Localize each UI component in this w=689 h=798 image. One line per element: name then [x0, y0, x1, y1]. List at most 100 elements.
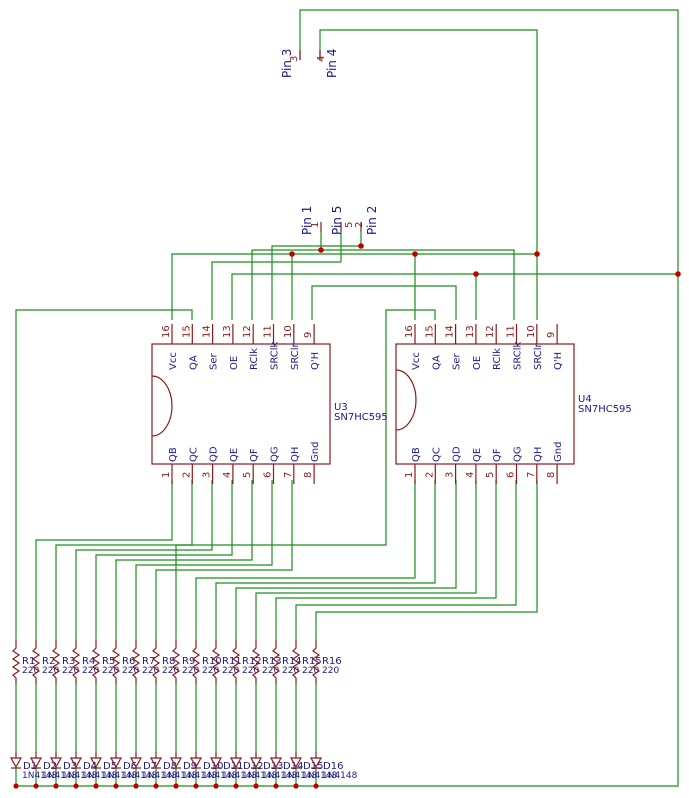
resistor-ref: R3 — [62, 656, 75, 667]
header-pin3-label: Pin 3 — [280, 49, 294, 78]
ic-u3-value: SN7HC595 — [334, 412, 388, 423]
pin-name: Gnd — [310, 442, 321, 462]
diode-value: 1N4148 — [162, 771, 198, 781]
resistor-symbol — [71, 640, 81, 684]
pin-name: Gnd — [553, 442, 564, 462]
pin-name: QG — [513, 446, 524, 462]
pin-name: SRClr — [290, 342, 301, 370]
resistor-symbol — [111, 640, 121, 684]
resistor-ref: R11 — [222, 656, 242, 667]
diode-ref: D5 — [103, 761, 117, 772]
ic-u3-body — [151, 343, 331, 465]
ic-u4-body — [395, 343, 575, 465]
pin-number: 10 — [283, 325, 294, 338]
pin-name: SRClr — [533, 342, 544, 370]
pin-name: QE — [472, 448, 483, 462]
pin-number: 2 — [424, 472, 435, 478]
diode-symbol — [9, 757, 23, 769]
header-pin5-num: 5 — [344, 222, 355, 228]
header-pin3-num: 3 — [289, 56, 300, 62]
junction-dot — [133, 783, 139, 789]
resistor-ref: R1 — [22, 656, 35, 667]
pin-name: QC — [431, 447, 442, 462]
wire-u3qe-r5 — [95, 480, 233, 640]
diode-ref: D8 — [163, 761, 177, 772]
diode-ref: D7 — [143, 761, 157, 772]
header-pin4-num: 4 — [316, 56, 327, 62]
header-pin2-label: Pin 2 — [365, 206, 379, 235]
diode-ref: D6 — [123, 761, 137, 772]
ic-u4-value: SN7HC595 — [578, 404, 632, 415]
junction-dot — [293, 783, 299, 789]
resistor-value: 220 — [162, 666, 179, 676]
pin-number: 13 — [465, 325, 476, 338]
resistor-value: 220 — [242, 666, 259, 676]
header-pin1-label: Pin 1 — [300, 206, 314, 235]
junction-dot — [233, 783, 239, 789]
diode-value: 1N4148 — [182, 771, 218, 781]
diode-value: 1N4148 — [262, 771, 298, 781]
pin-number: 11 — [506, 325, 517, 338]
junction-dot — [213, 783, 219, 789]
header-pin5: 5 Pin 5 — [330, 206, 355, 235]
pin-name: QB — [411, 447, 422, 462]
resistor-symbol — [31, 640, 41, 684]
wire-u3qb-r2 — [35, 480, 173, 640]
pin-name: QF — [492, 448, 503, 462]
wire-vcc-bus — [231, 273, 678, 320]
pin-name: SRClk — [513, 341, 524, 370]
pin-number: 5 — [242, 472, 253, 478]
junction-dot — [473, 271, 479, 277]
wire-u4qe-r13 — [255, 480, 477, 640]
diode-value: 1N4148 — [82, 771, 118, 781]
pin-name: QF — [249, 448, 260, 462]
diode-ref: D13 — [263, 761, 283, 772]
resistor-symbol — [271, 640, 281, 684]
diode-value: 1N4148 — [282, 771, 318, 781]
diode-ref: D1 — [23, 761, 37, 772]
wire-ser-bus — [211, 261, 341, 320]
junction-dot — [534, 251, 540, 257]
wire-u4qa-r9 — [175, 309, 436, 640]
junctions — [13, 243, 681, 789]
junction-dot — [253, 783, 259, 789]
diode-value: 1N4148 — [322, 771, 358, 781]
pin-number: 11 — [263, 325, 274, 338]
resistor-ref: R9 — [182, 656, 195, 667]
junction-dot — [73, 783, 79, 789]
resistor-array: R1220R2220R3220R4220R5220R6220R7220R8220… — [11, 640, 342, 684]
ic-u4: 16Vcc1QB15QA2QC14Ser3QD13OE4QE12RClk5QF1… — [395, 324, 632, 484]
junction-dot — [675, 271, 681, 277]
diode-ref: D3 — [63, 761, 77, 772]
header-pin2: 2 Pin 2 — [354, 206, 379, 235]
wire-u3qd-r4 — [75, 480, 213, 640]
pin-number: 2 — [181, 472, 192, 478]
wire-u4qf-r14 — [275, 480, 497, 640]
pin-name: QG — [270, 446, 281, 462]
pin-number: 9 — [303, 332, 314, 338]
header-pin4-label: Pin 4 — [325, 49, 339, 78]
pin-name: QH — [290, 447, 301, 462]
resistor-ref: R8 — [162, 656, 175, 667]
header-pin5-label: Pin 5 — [330, 206, 344, 235]
diode-value: 1N4148 — [102, 771, 138, 781]
diode-value: 1N4148 — [202, 771, 238, 781]
resistor-symbol — [11, 640, 21, 684]
junction-dot — [93, 783, 99, 789]
pin-number: 13 — [222, 325, 233, 338]
pin-number: 15 — [181, 325, 192, 338]
pin-name: Ser — [209, 353, 220, 371]
wire-u4qh-r16 — [315, 480, 538, 640]
resistor-value: 220 — [202, 666, 219, 676]
diode-ref: D10 — [203, 761, 223, 772]
diode-ref: D15 — [303, 761, 323, 772]
junction-dot — [193, 783, 199, 789]
pin-number: 3 — [202, 472, 213, 478]
resistor-ref: R15 — [302, 656, 322, 667]
diode-value: 1N4148 — [62, 771, 98, 781]
resistor-symbol — [51, 640, 61, 684]
diode-value: 1N4148 — [222, 771, 258, 781]
pin-number: 3 — [445, 472, 456, 478]
junction-dot — [412, 251, 418, 257]
diode-ref: D16 — [323, 761, 343, 772]
